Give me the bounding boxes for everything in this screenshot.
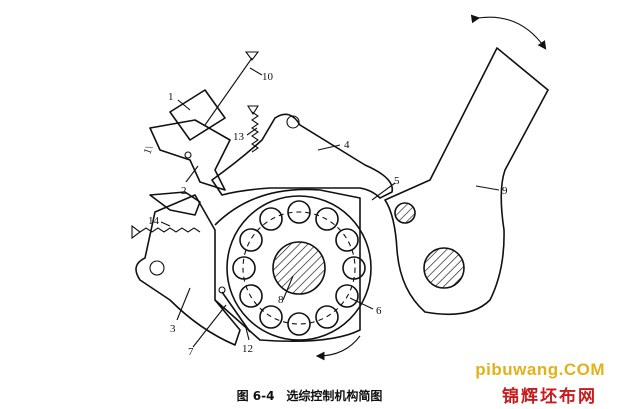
label-2: 2 [181,185,187,197]
lever-pin-9 [394,202,416,224]
anchor-14 [131,224,141,240]
lever-arm-9 [384,47,549,316]
drum-ring [242,211,356,325]
upper-plate-4 [211,113,394,199]
rotation-arrow-top [470,14,547,50]
hook-2 [149,119,231,191]
label-4: 4 [344,139,350,151]
label-8: 8 [278,294,284,306]
label-1: 1 [168,91,174,103]
label-9: 9 [502,185,508,197]
ratchet-14 [149,191,201,216]
block-1 [169,89,226,141]
label-5: 5 [394,175,400,187]
rotation-arrow-bottom [315,335,361,361]
plate-hole-4 [286,115,300,129]
drum-balls [232,200,366,336]
plate-hole-3 [149,260,165,276]
watermark-url: pibuwang.COM [475,360,605,379]
shaft-8 [272,241,326,295]
pawl-pin-7 [218,286,226,294]
anchor-10 [244,51,260,61]
spring-10 [204,57,253,126]
label-13: 13 [233,131,245,143]
label-7: 7 [188,346,194,358]
housing-frame [214,188,361,343]
label-3: 3 [170,323,176,335]
label-10: 10 [262,71,274,83]
side-mark: 1\ [142,143,157,156]
lower-plate-3 [135,194,241,346]
hook-pin-2 [184,151,192,159]
figure-caption: 图 6-4 选综控制机构简图 [236,389,383,403]
spring-14 [139,227,201,233]
label-14: 14 [148,215,160,227]
drum-6 [226,195,372,341]
spring-13 [251,111,259,153]
leader-lines [160,67,500,348]
label-6: 6 [376,305,382,317]
lever-pivot-9 [423,247,465,289]
pawl-7 [221,291,251,333]
label-12: 12 [242,343,253,355]
watermark-site-name: 锦辉坯布网 [502,387,597,407]
anchor-13 [247,105,259,116]
